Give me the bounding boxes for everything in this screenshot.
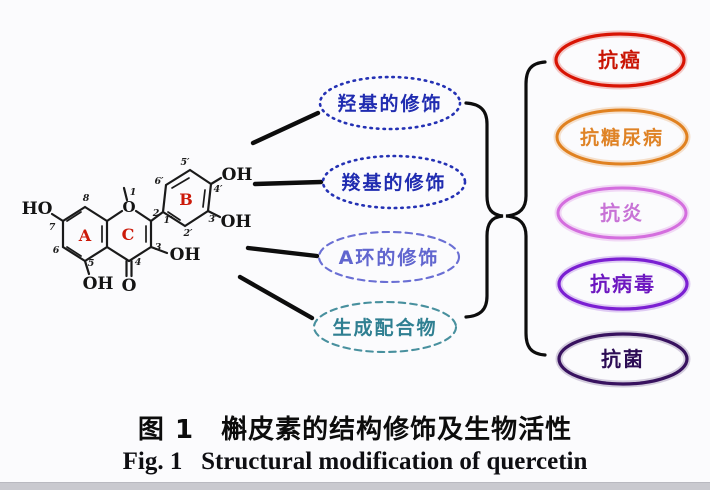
hydroxyl-label-7: HO bbox=[22, 199, 53, 219]
modification-node-1: 羟基的修饰 bbox=[318, 75, 462, 131]
activity-node-2: 抗糖尿病 bbox=[553, 106, 691, 168]
svg-text:2: 2 bbox=[152, 208, 160, 219]
quercetin-diagram: HO OH O O OH OH OH 8 7 6 5 4 3 2 1 1′ 2′… bbox=[22, 30, 691, 388]
svg-text:8: 8 bbox=[83, 193, 90, 204]
svg-text:2′: 2′ bbox=[182, 228, 193, 239]
quercetin-structure: HO OH O O OH OH OH 8 7 6 5 4 3 2 1 1′ 2′… bbox=[22, 157, 253, 296]
svg-text:3′: 3′ bbox=[208, 214, 218, 225]
ring-oxygen-label-1: O bbox=[122, 198, 135, 216]
activity-ellipse-3 bbox=[556, 186, 688, 240]
activity-label-3: 抗炎 bbox=[600, 201, 644, 225]
figure-caption-en: Fig. 1 Structural modification of querce… bbox=[122, 448, 588, 475]
connector-line-4 bbox=[237, 274, 315, 321]
activity-ellipse-4 bbox=[557, 257, 689, 311]
svg-text:7: 7 bbox=[49, 222, 56, 233]
activity-node-1: 抗癌 bbox=[552, 30, 688, 90]
modification-ellipse-4 bbox=[312, 300, 458, 354]
ring-c-bonds bbox=[105, 186, 153, 263]
activity-ellipse-5 bbox=[557, 332, 689, 386]
activity-node-3: 抗炎 bbox=[554, 184, 690, 242]
figure-caption-zh: 图 1 槲皮素的结构修饰及生物活性 bbox=[137, 415, 573, 445]
modification-ellipse-3 bbox=[317, 230, 461, 284]
activity-label-4: 抗病毒 bbox=[590, 272, 656, 296]
modification-node-3: A环的修饰 bbox=[317, 230, 461, 284]
connector-line-3 bbox=[245, 245, 320, 259]
connector-line-1 bbox=[250, 110, 321, 146]
activity-label-1: 抗癌 bbox=[598, 48, 642, 72]
activity-label-2: 抗糖尿病 bbox=[580, 126, 664, 149]
svg-text:6′: 6′ bbox=[154, 176, 164, 187]
activity-node-5: 抗菌 bbox=[555, 330, 691, 388]
hydroxyl-label-3: OH bbox=[170, 245, 201, 265]
modification-label-3: A环的修饰 bbox=[339, 246, 440, 269]
svg-text:1′: 1′ bbox=[163, 215, 173, 226]
svg-text:5: 5 bbox=[88, 258, 95, 269]
modification-label-2: 羧基的修饰 bbox=[341, 171, 446, 194]
svg-text:3: 3 bbox=[155, 242, 162, 253]
hydroxyl-label-4p: OH bbox=[222, 165, 253, 185]
modifications-group-brace bbox=[464, 101, 504, 319]
modification-label-4: 生成配合物 bbox=[332, 316, 437, 339]
ketone-oxygen-label-4: O bbox=[122, 276, 137, 296]
modification-ellipse-2 bbox=[321, 154, 467, 210]
svg-text:5′: 5′ bbox=[180, 157, 190, 168]
modification-node-4: 生成配合物 bbox=[312, 300, 458, 354]
svg-text:4: 4 bbox=[135, 257, 142, 268]
svg-text:4′: 4′ bbox=[213, 184, 223, 195]
modification-label-1: 羟基的修饰 bbox=[337, 92, 442, 115]
locant-labels: 8 7 6 5 4 3 2 1 1′ 2′ 3′ 4′ 5′ 6′ bbox=[49, 157, 223, 269]
ring-a-label: A bbox=[78, 226, 92, 245]
svg-text:1: 1 bbox=[130, 187, 137, 198]
connector-line-2 bbox=[252, 179, 324, 187]
modification-node-2: 羧基的修饰 bbox=[321, 154, 467, 210]
hydroxyl-label-3p: OH bbox=[221, 212, 252, 232]
activities-group-brace bbox=[505, 60, 547, 357]
modification-ellipse-1 bbox=[318, 75, 462, 131]
activity-label-5: 抗菌 bbox=[601, 347, 645, 371]
activity-ellipse-2 bbox=[555, 108, 689, 166]
substituent-bonds bbox=[50, 176, 223, 278]
hydroxyl-label-5: OH bbox=[83, 274, 114, 294]
activity-ellipse-1 bbox=[554, 32, 686, 88]
ring-c-label: C bbox=[122, 225, 135, 244]
activity-node-4: 抗病毒 bbox=[555, 255, 691, 313]
svg-text:6: 6 bbox=[53, 245, 60, 256]
ring-b-label: B bbox=[179, 190, 193, 209]
connector-lines bbox=[237, 110, 324, 321]
scan-edge-strip bbox=[0, 482, 710, 490]
